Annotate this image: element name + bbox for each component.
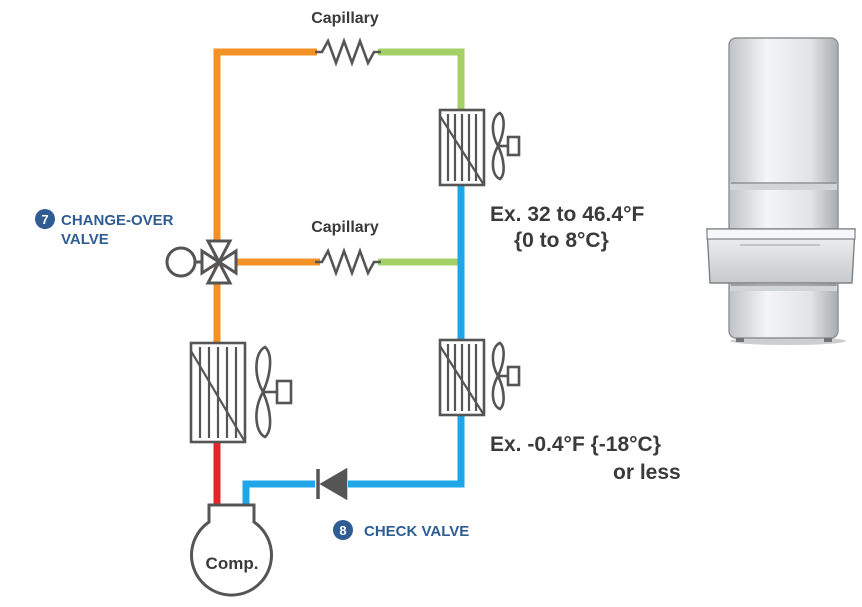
fan-upper — [491, 111, 521, 181]
capillary-top-coil — [315, 37, 381, 67]
check-valve-badge-number: 8 — [339, 523, 346, 538]
capillary-mid-coil — [315, 247, 381, 277]
changeover-label-line2: VALVE — [61, 231, 109, 248]
check-valve-label: CHECK VALVE — [364, 523, 469, 540]
refrigerator-illustration — [706, 37, 856, 345]
compressor-label: Comp. — [206, 554, 259, 573]
change-over-valve-icon — [165, 239, 238, 285]
condenser — [189, 341, 247, 444]
capillary-mid-label: Capillary — [311, 219, 379, 236]
lower-temp-range-qualifier: or less — [613, 461, 681, 484]
piping — [213, 48, 465, 505]
pipe-liquid-top — [378, 48, 465, 110]
check-valve-badge — [333, 520, 353, 540]
condenser-fan — [255, 345, 293, 439]
pipe-cold-return — [242, 480, 315, 505]
changeover-callout: 7 CHANGE-OVER VALVE — [35, 209, 174, 248]
fan-lower — [491, 341, 521, 411]
lower-temp-range: Ex. -0.4°F {-18°C} — [490, 433, 661, 456]
changeover-badge — [35, 209, 55, 229]
upper-temp-range-celsius: {0 to 8°C} — [514, 229, 609, 252]
pipe-cold-lower — [348, 415, 465, 488]
evaporator-lower — [438, 338, 486, 417]
pipe-hot-top — [213, 48, 317, 348]
compressor-icon — [190, 503, 273, 597]
changeover-label-line1: CHANGE-OVER — [61, 212, 174, 229]
evaporator-upper — [438, 108, 486, 187]
check-valve-icon — [316, 467, 348, 501]
check-valve-callout: 8 CHECK VALVE — [333, 520, 469, 540]
changeover-badge-number: 7 — [41, 212, 48, 227]
upper-temp-range: Ex. 32 to 46.4°F — [490, 203, 644, 226]
capillary-top-label: Capillary — [311, 10, 379, 27]
